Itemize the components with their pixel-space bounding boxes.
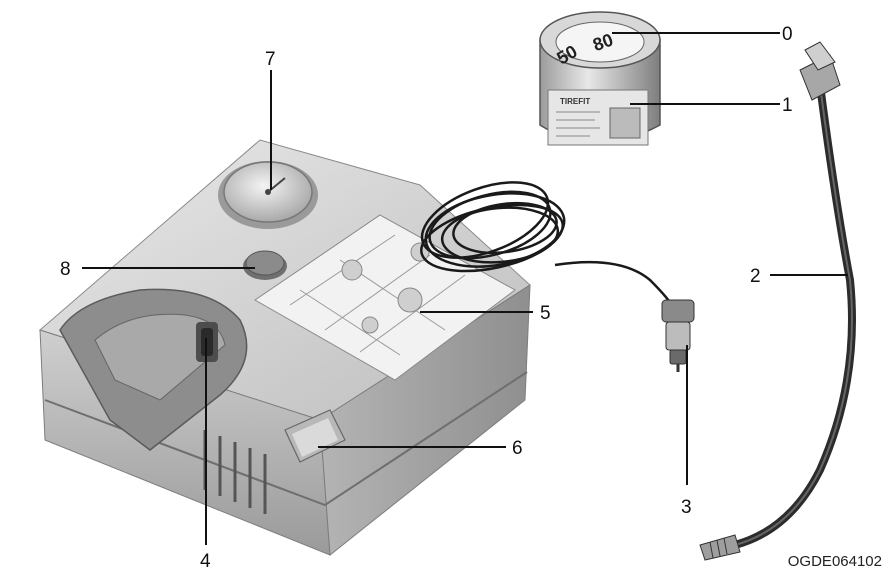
sealant-canister-icon: 80 50 TIREFIT [539, 11, 661, 146]
callout-4: 4 [200, 551, 211, 572]
cable-compartment [284, 409, 346, 463]
callout-7: 7 [265, 49, 276, 70]
callout-3: 3 [681, 497, 692, 518]
callout-8: 8 [60, 259, 71, 280]
vent-slots [203, 430, 267, 514]
callout-1: 1 [782, 95, 793, 116]
leader-lines [82, 32, 848, 545]
callout-2: 2 [750, 266, 761, 287]
pressure-gauge-icon [218, 161, 318, 229]
callout-6: 6 [512, 438, 523, 459]
callout-0: 0 [782, 24, 793, 45]
air-hose-icon [699, 41, 856, 561]
figure-code: OGDE064102 [788, 553, 882, 570]
air-compressor-icon [38, 139, 531, 556]
power-button [243, 250, 287, 280]
callout-5: 5 [540, 303, 551, 324]
power-cable-coil [420, 181, 677, 311]
callout-labels: 0 1 2 3 4 5 6 7 8 [60, 24, 793, 572]
canister-label-title: TIREFIT [560, 97, 590, 106]
power-plug-icon [661, 299, 695, 372]
